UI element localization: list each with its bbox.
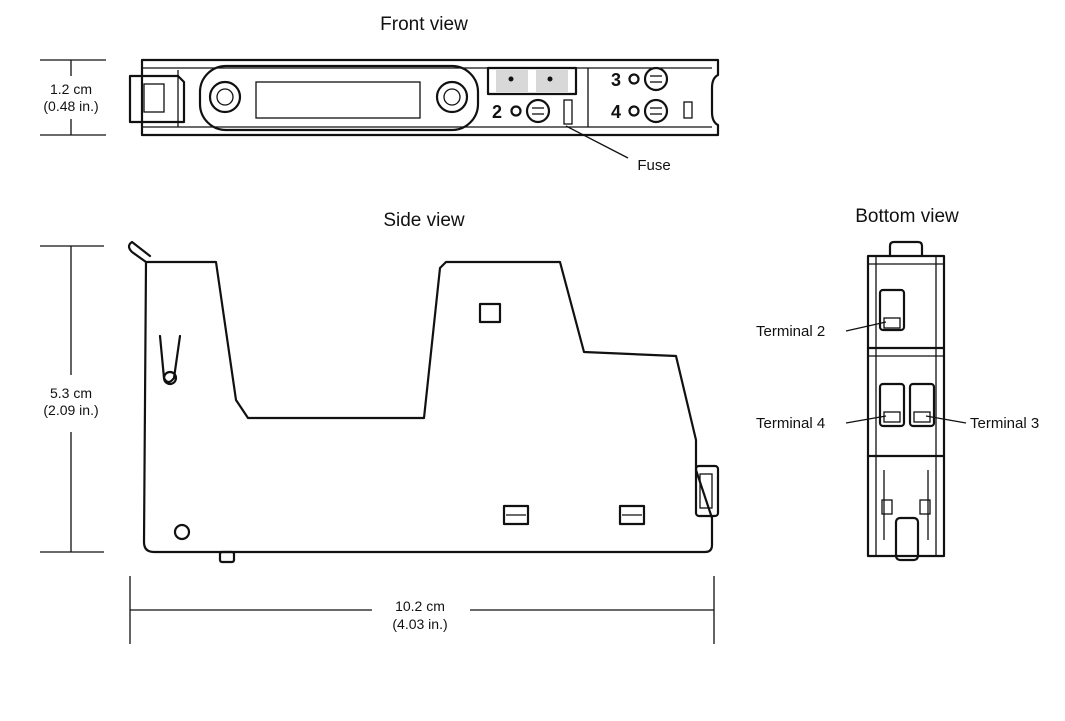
- bottom-clip-right: [919, 499, 931, 515]
- side-hook: [127, 240, 152, 264]
- front-screw-right-inner: [443, 88, 461, 106]
- bottom-top-tab: [888, 240, 924, 258]
- bottom-view-title: Bottom view: [855, 206, 959, 227]
- side-foot: [218, 550, 236, 564]
- side-connector: [694, 464, 720, 518]
- front-terminal-3-led: [628, 73, 640, 85]
- width-metric: 10.2 cm: [395, 598, 445, 614]
- front-fuse-cell-right: [536, 70, 568, 92]
- side-body: [142, 260, 714, 554]
- front-side-tab: [683, 101, 693, 119]
- terminal-2-leader: [845, 321, 887, 332]
- front-screw-right: [435, 80, 469, 114]
- front-terminal-4-number: 4: [611, 102, 621, 122]
- front-fuse-dot-right: [547, 76, 553, 82]
- front-fuse-clip: [563, 99, 573, 125]
- terminal-3-callout: Terminal 3: [970, 415, 1039, 432]
- bottom-terminal-2-screw: [883, 317, 901, 329]
- fuse-callout: Fuse: [637, 157, 670, 174]
- bottom-housing: [866, 254, 946, 558]
- side-window-right: [618, 504, 646, 526]
- bottom-view-drawing: [845, 240, 967, 562]
- bottom-clip-left: [881, 499, 893, 515]
- front-terminal-3-number: 3: [611, 70, 621, 90]
- front-latch-slot: [143, 83, 165, 113]
- front-fuse-dot-left: [508, 76, 514, 82]
- terminal-4-leader: [845, 415, 887, 424]
- side-connector-inner: [699, 473, 713, 509]
- side-height-metric: 5.3 cm: [50, 385, 92, 401]
- bottom-terminal-3-body: [908, 382, 936, 428]
- side-latch-pin: [162, 370, 178, 386]
- front-view-drawing: 2 3 4: [40, 58, 720, 159]
- front-screw-left-inner: [216, 88, 234, 106]
- front-view-title: Front view: [380, 14, 468, 35]
- bottom-foot: [894, 516, 920, 562]
- front-housing: [140, 58, 720, 137]
- front-terminal-4-led: [628, 105, 640, 117]
- fuse-leader-line: [565, 125, 629, 159]
- front-terminal-2-screw: [525, 98, 551, 124]
- bottom-terminal-3-screw: [913, 411, 931, 423]
- front-terminal-4-screw: [643, 98, 669, 124]
- front-terminal-3-screw: [643, 66, 669, 92]
- side-window-top: [478, 302, 502, 324]
- front-latch: [128, 74, 186, 124]
- front-label-window: [255, 81, 421, 119]
- bottom-terminal-4-screw: [883, 411, 901, 423]
- terminal-2-callout: Terminal 2: [756, 323, 825, 340]
- front-terminal-2-led: [510, 105, 522, 117]
- side-view-title: Side view: [383, 210, 465, 231]
- front-height-metric: 1.2 cm: [50, 81, 92, 97]
- width-imperial: (4.03 in.): [392, 616, 447, 632]
- front-fuse-holder: [486, 66, 578, 96]
- side-view-drawing: [40, 240, 720, 644]
- side-height-imperial: (2.09 in.): [43, 402, 98, 418]
- bottom-terminal-4-body: [878, 382, 906, 428]
- front-terminal-2-number: 2: [492, 102, 502, 122]
- front-screw-left: [208, 80, 242, 114]
- terminal-3-leader: [925, 415, 967, 424]
- front-height-imperial: (0.48 in.): [43, 98, 98, 114]
- side-mount-hole: [173, 523, 191, 541]
- terminal-4-callout: Terminal 4: [756, 415, 825, 432]
- front-plate: [198, 64, 480, 132]
- side-window-left: [502, 504, 530, 526]
- bottom-terminal-2-body: [878, 288, 906, 332]
- side-latch-slot: [158, 334, 182, 384]
